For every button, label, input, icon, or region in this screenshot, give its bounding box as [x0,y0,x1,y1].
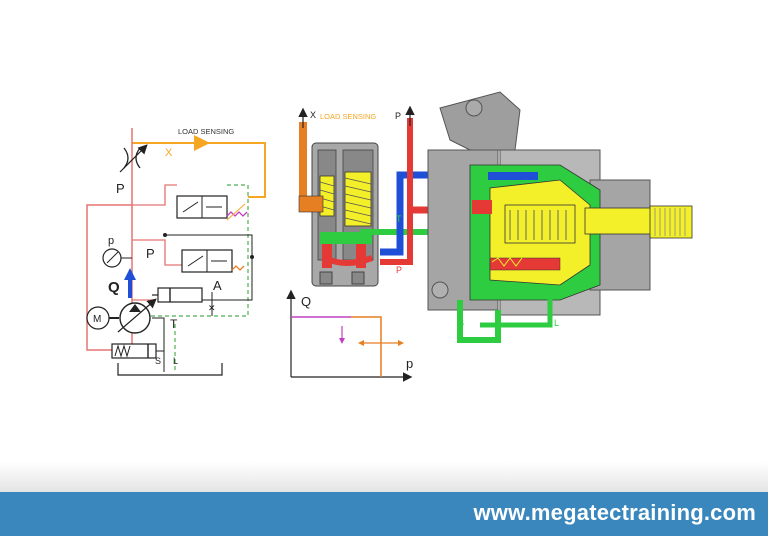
svg-text:✕: ✕ [208,303,216,313]
pressure-gauge [102,248,132,268]
q-p-graph: Q p [286,289,413,382]
t-label: T [170,317,178,331]
website-link[interactable]: www.megatectraining.com [473,500,756,525]
tank-symbol [117,363,223,376]
hydraulic-schematic: LOAD SENSING X P [86,127,266,376]
x-port-label: X [165,147,173,159]
gauge-p-label: p [108,235,114,247]
cutaway-p-top-label: P [395,111,401,121]
graph-y-label: Q [301,294,311,309]
control-cylinder [152,287,203,303]
lower-control-valve [181,249,245,273]
pump-l-label: L [554,318,559,328]
a-port-label: A [213,278,222,293]
cutaway-a-label: A [396,243,402,253]
cutaway-p-label: P [396,265,402,275]
load-sensing-label: LOAD SENSING [178,127,234,136]
pump-cutaway: S L [427,91,693,343]
cutaway-t-label: T [396,214,402,224]
q-label: Q [108,279,120,296]
p-upper-label: P [116,181,125,196]
m-label: M [93,314,101,325]
l-label: L [173,356,178,366]
load-sensing-line [132,142,266,198]
s-label: S [155,356,161,366]
cutaway-x-label: X [310,110,316,120]
variable-orifice [119,144,148,173]
upper-control-valve [176,195,248,221]
drain-line [150,184,249,317]
footer-bar: www.megatectraining.com [0,492,768,536]
cutaway-load-sensing-label: LOAD SENSING [320,112,376,121]
graph-x-label: p [406,356,413,371]
p-lower-label: P [146,246,155,261]
spring-regulator [111,343,164,359]
variable-pump-icon [117,298,157,334]
pump-s-label: S [458,318,464,328]
footer-shadow [0,462,768,492]
